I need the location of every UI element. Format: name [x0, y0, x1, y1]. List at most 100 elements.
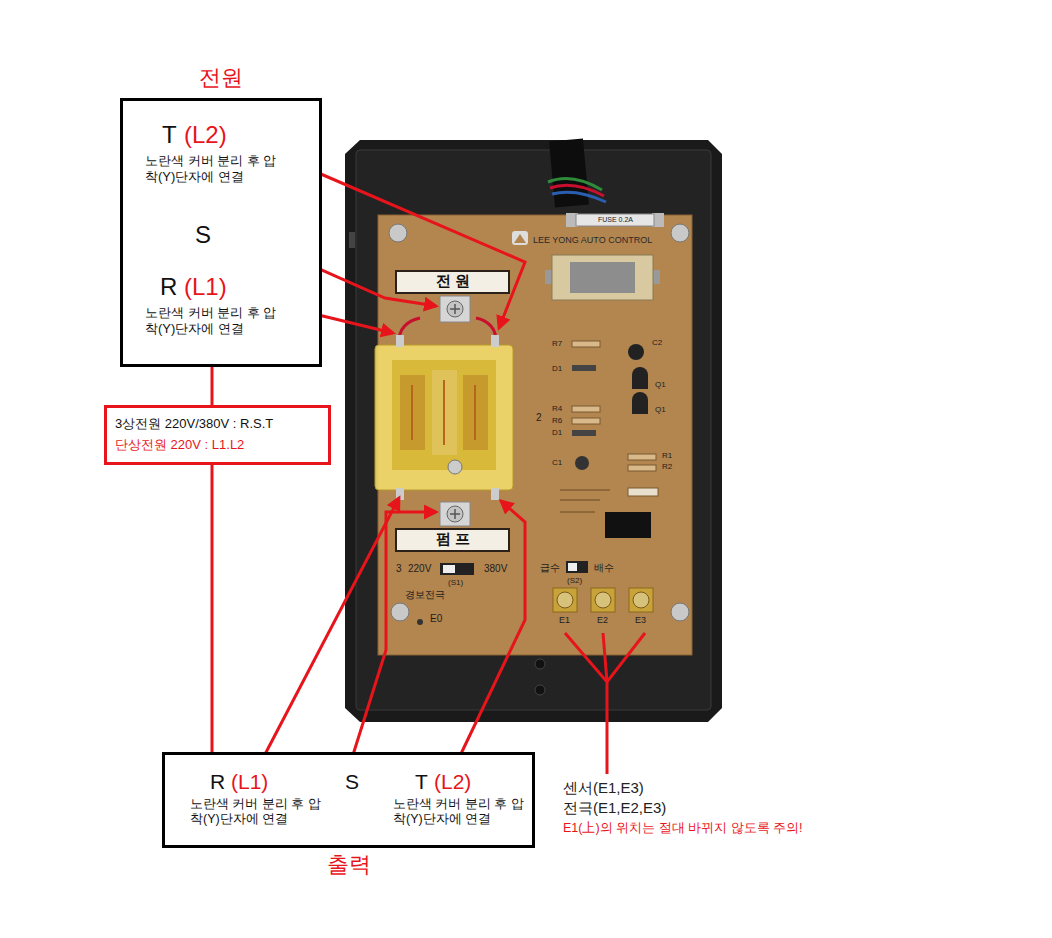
voltage-note: 3상전원 220V/380V : R.S.T — [115, 416, 273, 432]
cable — [566, 140, 572, 206]
wire-blue — [552, 192, 606, 202]
screw-slot — [450, 304, 460, 314]
resistor — [572, 406, 600, 412]
voltage-note-box: 3상전원 220V/380V : R.S.T 단상전원 220V : L1.L2 — [104, 405, 331, 465]
wiring-note: 노란색 커버 분리 후 압착(Y)단자에 연결 — [145, 153, 277, 184]
electrode-terminal — [591, 588, 615, 612]
terminal-name: E1 — [559, 615, 570, 626]
leader-line — [565, 633, 645, 682]
relay-pin — [396, 488, 404, 500]
leader-arrow — [262, 498, 399, 760]
leader-line — [603, 633, 607, 682]
zener-diode — [628, 488, 658, 496]
wire-link — [211, 367, 214, 405]
phase-letter: R — [210, 769, 225, 794]
screw — [389, 224, 407, 242]
sensor-note: 센서(E1,E3) — [563, 779, 644, 797]
screw — [391, 603, 409, 621]
silkscreen — [560, 490, 610, 512]
housing-notch — [349, 232, 355, 248]
phase-letter: T — [162, 121, 177, 150]
wiring-note: 노란색 커버 분리 후 압착(Y)단자에 연결 — [145, 305, 277, 336]
heading: 출력 — [327, 852, 371, 878]
terminal-block — [440, 502, 470, 526]
line-code: (L2) — [184, 121, 227, 150]
housing-inner — [356, 150, 711, 710]
terminal-name: E2 — [597, 615, 608, 626]
phase-letter: S — [195, 221, 211, 250]
relay — [375, 345, 513, 490]
fuse — [576, 214, 654, 226]
resistor — [628, 465, 656, 471]
component-ref: R4 — [552, 404, 562, 414]
switch-option: 배수 — [594, 562, 614, 574]
switch-name: (S2) — [567, 576, 582, 586]
wire-link — [211, 465, 214, 752]
screw — [671, 224, 689, 242]
board-tag: 펌 프 — [395, 528, 510, 552]
terminal-tag: 펌 프 — [436, 530, 470, 548]
diode — [572, 430, 596, 436]
transformer-core — [570, 262, 635, 293]
board-number: 2 — [536, 412, 542, 424]
capacitor — [575, 456, 589, 470]
phase-letter: S — [345, 769, 359, 794]
component-ref: C2 — [652, 338, 662, 348]
terminal-screw — [595, 592, 611, 608]
terminal-name: E0 — [430, 613, 442, 625]
voltage-note: 단상전원 220V : L1.L2 — [115, 437, 244, 453]
terminal-tag: 전 원 — [436, 272, 470, 290]
maker-name: LEE YONG AUTO CONTROL — [533, 235, 652, 246]
fuse-rating: FUSE 0.2A — [598, 216, 633, 224]
line-code: (L1) — [231, 769, 268, 794]
wiring-note: 노란색 커버 분리 후 압착(Y)단자에 연결 — [393, 797, 525, 827]
terminal-block — [440, 296, 470, 322]
wire-green — [548, 178, 602, 190]
electrode-terminal — [629, 588, 653, 612]
screw-slot — [450, 509, 460, 519]
component-ref: R7 — [552, 339, 562, 349]
housing-hole — [535, 659, 545, 669]
component-ref: R6 — [552, 416, 562, 426]
component-ref: C1 — [552, 458, 562, 468]
line-code: (L1) — [184, 273, 227, 302]
electrode-hole — [417, 619, 423, 625]
switch — [440, 563, 474, 575]
switch-slider — [443, 565, 455, 573]
board-tag: 전 원 — [395, 270, 510, 294]
sensor-note: 전극(E1,E2,E3) — [563, 799, 666, 817]
signal-relay — [605, 512, 651, 538]
resistor — [628, 454, 656, 460]
terminal-screw — [633, 592, 649, 608]
leader-line — [606, 682, 609, 774]
wiring-note: 노란색 커버 분리 후 압착(Y)단자에 연결 — [190, 797, 322, 827]
switch-name: (S1) — [448, 578, 463, 588]
transformer — [552, 255, 653, 300]
resistor — [572, 418, 600, 424]
electrode-terminal — [553, 588, 577, 612]
component-ref: D1 — [552, 428, 562, 438]
switch-slider — [568, 563, 577, 571]
pcb — [378, 215, 692, 655]
housing — [345, 140, 722, 722]
output-box: R(L1) 노란색 커버 분리 후 압착(Y)단자에 연결 S T(L2) 노란색 커버… — [162, 752, 535, 848]
housing-hole — [535, 685, 545, 695]
logo-badge — [512, 231, 528, 245]
transistor — [632, 367, 648, 389]
switch — [566, 561, 588, 573]
terminal-screw — [447, 506, 463, 522]
relay-pin — [491, 335, 499, 347]
relay-pin — [491, 488, 499, 500]
phase-letter: T — [415, 769, 428, 794]
heading: 전원 — [199, 65, 243, 91]
power-box: 전원T(L2)노란색 커버 분리 후 압착(Y)단자에 연결SR(L1)노란색 … — [120, 98, 322, 367]
relay-screw — [448, 460, 462, 474]
relay-pin — [396, 335, 404, 347]
component-ref: Q1 — [655, 380, 666, 390]
line-code: (L2) — [434, 769, 471, 794]
warning-note: E1(上)의 위치는 절대 바뀌지 않도록 주의! — [563, 821, 802, 836]
switch-option: 급수 — [540, 562, 560, 574]
relay-body — [392, 360, 496, 470]
phase-letter: R — [160, 273, 177, 302]
